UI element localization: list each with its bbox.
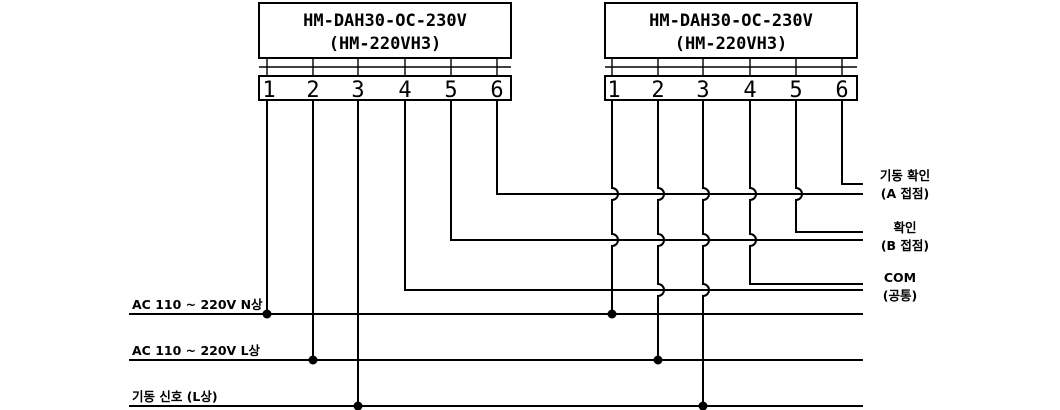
relay-2-terminal-6: 6 (835, 78, 848, 103)
relay-1-model-alt: (HM-220VH3) (329, 34, 442, 54)
relay-2-t6-wire (841, 99, 863, 185)
junction-n-relay-2 (607, 309, 617, 319)
com-label: COM (884, 270, 916, 285)
n-phase-label: AC 110 ~ 220V N상 (132, 297, 263, 312)
relay-1-t5-wire (450, 99, 609, 241)
relay-2-terminal-3: 3 (696, 78, 709, 103)
relay-2-terminal-5: 5 (789, 78, 802, 103)
relay-1-terminal-2: 2 (306, 78, 319, 103)
relay-1-terminal-5: 5 (444, 78, 457, 103)
relay-2: HM-DAH30-OC-230V (HM-220VH3) 1 2 3 4 5 6 (604, 2, 858, 103)
relay-1-t6-wire (496, 99, 609, 195)
relay-1-body (258, 2, 512, 59)
relay-1-terminal-block (258, 75, 512, 101)
relay-2-terminal-block (604, 75, 858, 101)
start-confirm-label: 기동 확인 (880, 168, 930, 183)
junction-start-relay-2 (698, 401, 708, 410)
junction-start-relay-1 (353, 401, 363, 410)
relay-1-terminal-4: 4 (398, 78, 411, 103)
relay-2-t4-wire (749, 99, 863, 285)
relay-1-model: HM-DAH30-OC-230V (303, 11, 467, 31)
relay-2-terminal-4: 4 (743, 78, 756, 103)
relay-2-t1-wire (611, 99, 619, 315)
relay-2-body (604, 2, 858, 59)
l-phase-label: AC 110 ~ 220V L상 (132, 343, 261, 358)
relay-2-model-alt: (HM-220VH3) (675, 34, 788, 54)
relay-1-terminal-6: 6 (490, 78, 503, 103)
junction-l-relay-2 (653, 355, 663, 365)
junction-l-relay-1 (308, 355, 318, 365)
relay-2-t5-wire (795, 99, 863, 233)
relay-1-terminal-1: 1 (262, 78, 275, 103)
confirm-contact-label: (B 접점) (881, 238, 929, 253)
confirm-label: 확인 (893, 220, 916, 235)
relay-1-terminal-3: 3 (351, 78, 364, 103)
relay-1: HM-DAH30-OC-230V (HM-220VH3) 1 2 3 4 5 6 (258, 2, 512, 103)
start-signal-label: 기동 신호 (L상) (132, 389, 218, 404)
start-confirm-contact-label: (A 접점) (881, 186, 929, 201)
relay-1-t4-wire (404, 99, 613, 291)
junction-n-relay-1 (262, 309, 272, 319)
relay-2-terminal-1: 1 (607, 78, 620, 103)
com-kr-label: (공통) (883, 288, 917, 303)
relay-2-t2-wire (657, 99, 665, 361)
relay-2-terminal-2: 2 (651, 78, 664, 103)
relay-2-model: HM-DAH30-OC-230V (649, 11, 813, 31)
